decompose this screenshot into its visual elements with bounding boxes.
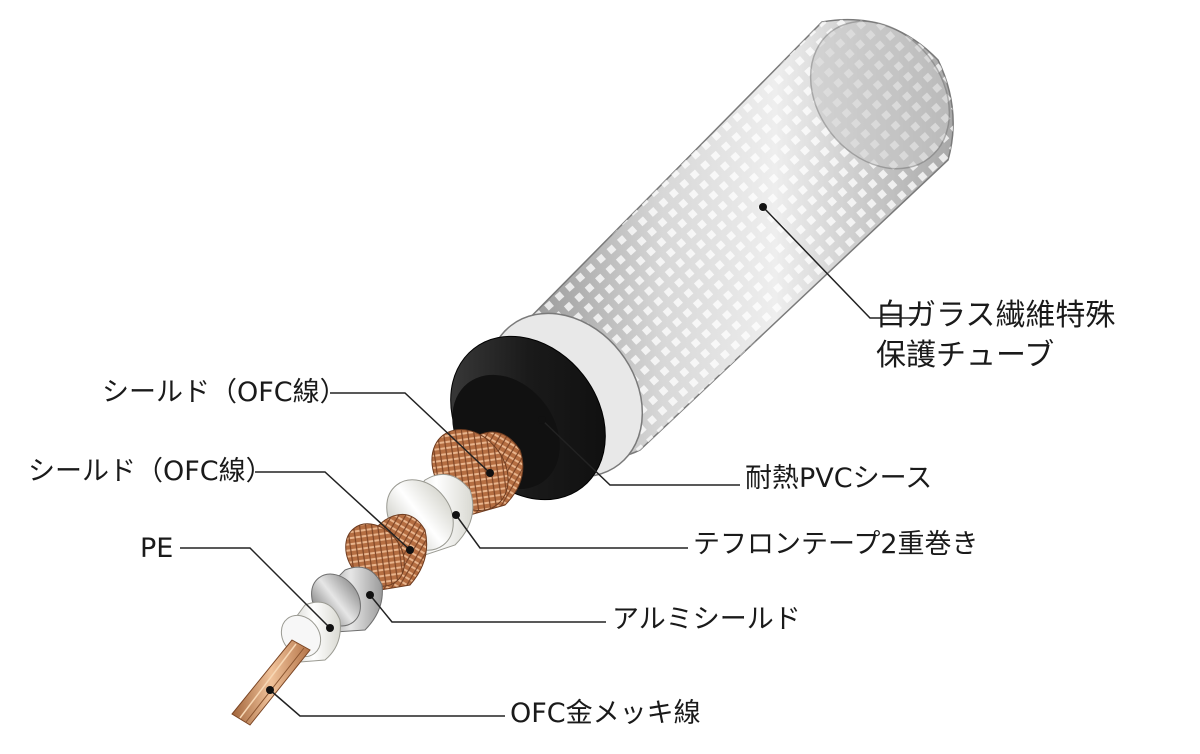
label-outer-tube: 白ガラス繊維特殊 保護チューブ	[876, 296, 1115, 376]
dot-teflon	[452, 511, 460, 519]
leader-lines	[180, 206, 918, 717]
leader-shield-inner	[255, 471, 411, 551]
label-shield-inner: シールド（OFC線）	[28, 456, 273, 487]
leader-pe	[180, 547, 331, 629]
dot-shield-outer	[486, 469, 494, 477]
leader-shield-outer	[330, 392, 491, 474]
dot-aluminum	[366, 591, 374, 599]
label-core-conductor: OFC金メッキ線	[510, 698, 701, 729]
dot-shield-inner	[406, 546, 414, 554]
label-outer-tube-line2: 保護チューブ	[876, 338, 1055, 373]
dot-pe	[326, 624, 334, 632]
leader-outer-tube	[762, 206, 918, 319]
dot-core	[266, 686, 274, 694]
leader-teflon	[455, 514, 688, 549]
leader-core	[269, 689, 505, 717]
copper-core-conductor	[231, 639, 311, 726]
label-pe: PE	[140, 533, 174, 564]
dot-pvc	[538, 416, 546, 424]
label-shield-outer: シールド（OFC線）	[102, 377, 347, 408]
label-teflon-tape: テフロンテープ2重巻き	[693, 529, 979, 560]
label-pvc-sheath: 耐熱PVCシース	[745, 463, 933, 494]
label-aluminum-shield: アルミシールド	[612, 604, 801, 635]
leader-pvc	[541, 419, 740, 486]
dot-outer-tube	[759, 203, 767, 211]
leader-dots	[266, 203, 767, 694]
label-outer-tube-line1: 白ガラス繊維特殊	[876, 298, 1116, 333]
leader-aluminum	[369, 594, 606, 623]
